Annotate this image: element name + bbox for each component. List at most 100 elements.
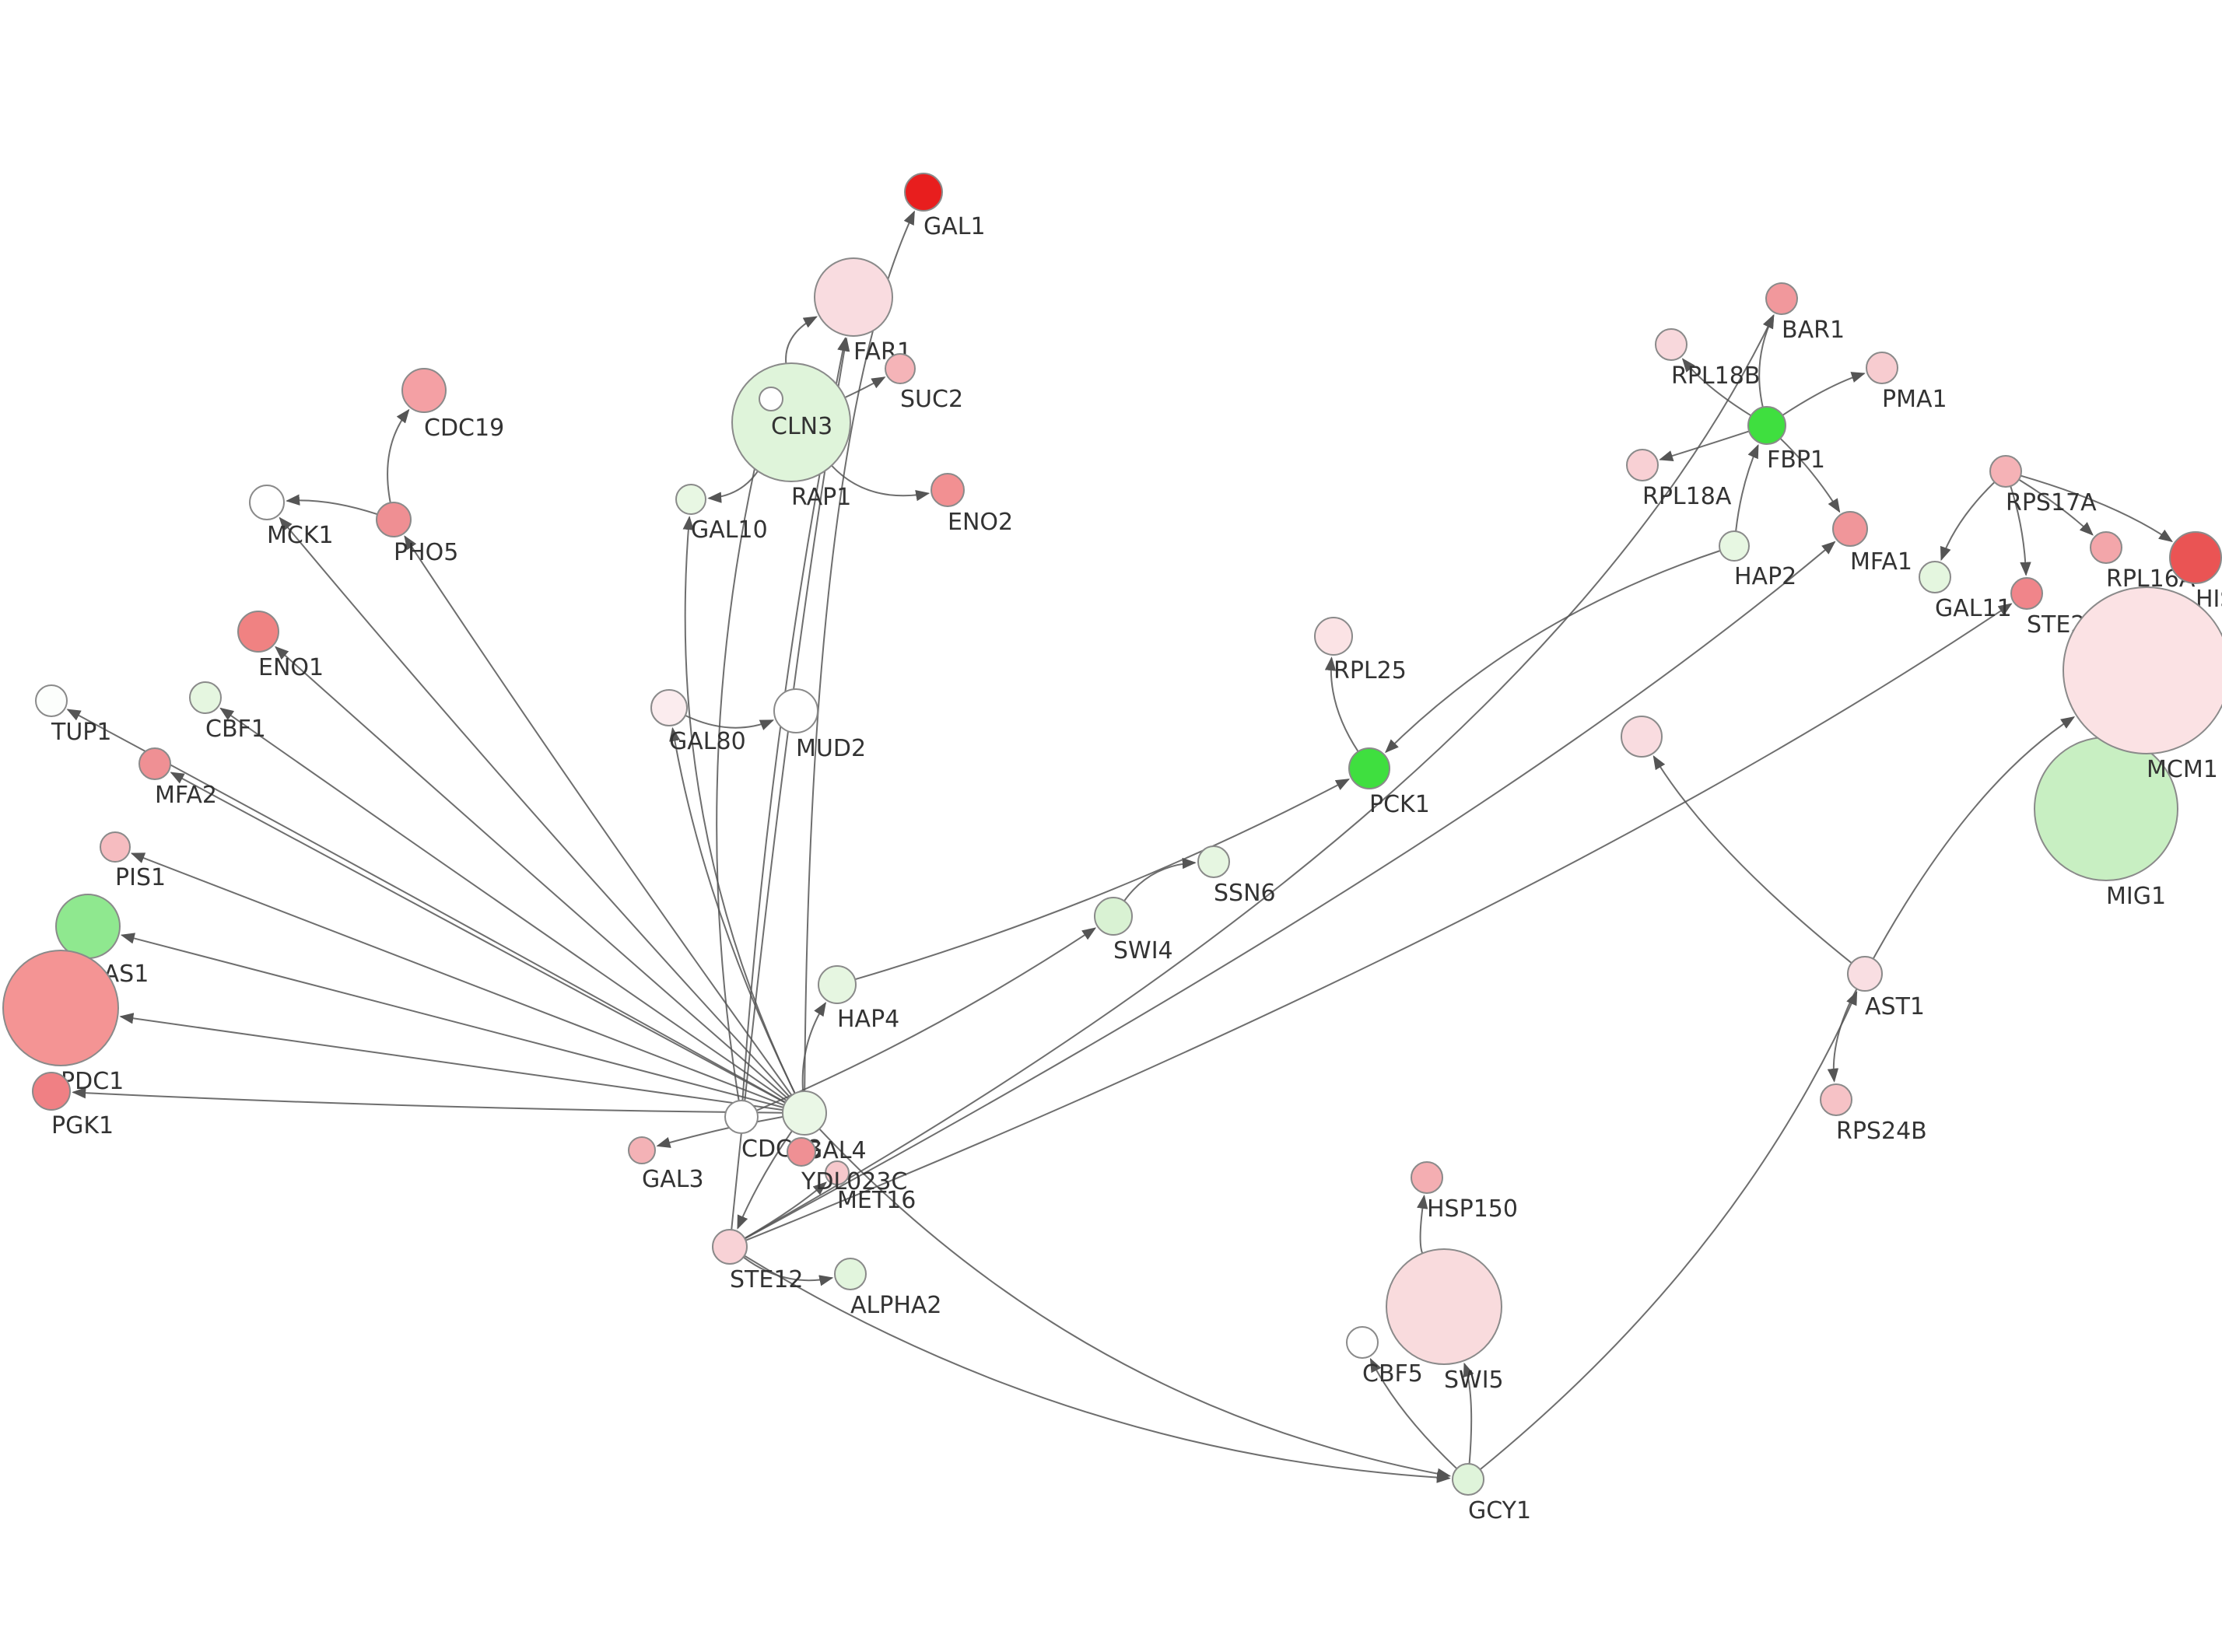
edge-GAL4-HAP4[interactable]: [801, 1002, 826, 1092]
node-PCK1[interactable]: [1348, 747, 1390, 789]
edge-GAL4-GAL10[interactable]: [682, 516, 796, 1094]
node-GAL3[interactable]: [628, 1136, 656, 1164]
edge-RPS17A-HIS4[interactable]: [2020, 474, 2173, 543]
edge-STE12-ALPHA2[interactable]: [742, 1256, 834, 1286]
edge-RPS17A-RPL16A[interactable]: [2018, 478, 2094, 536]
node-RPL18B[interactable]: [1655, 328, 1688, 361]
edge-RPS17A-GAL11[interactable]: [1940, 481, 1996, 562]
node-SUC2[interactable]: [885, 353, 916, 384]
node-CBF1[interactable]: [189, 681, 222, 714]
edge-GAL4-MCK1[interactable]: [279, 516, 790, 1098]
node-YDL023C[interactable]: [787, 1137, 816, 1167]
node-MFA2[interactable]: [138, 747, 171, 780]
edge-GAL80-MUD2[interactable]: [685, 714, 775, 730]
node-PMA1[interactable]: [1866, 352, 1898, 384]
node-PIS1[interactable]: [100, 831, 131, 863]
node-GAL10[interactable]: [675, 484, 706, 515]
edge-CDC28-SWI4[interactable]: [755, 927, 1097, 1111]
edge-RAP1-ENO2[interactable]: [831, 464, 931, 502]
edge-FBP1-MFA1[interactable]: [1779, 437, 1841, 513]
node-CDC19[interactable]: [401, 368, 447, 413]
edge-STE12-GCY1[interactable]: [744, 1255, 1451, 1483]
edge-GAL4-STE12[interactable]: [737, 1130, 793, 1230]
edge-SWI5-HSP150[interactable]: [1417, 1194, 1428, 1254]
node-SWI5[interactable]: [1386, 1248, 1502, 1365]
edge-HAP2-PCK1[interactable]: [1385, 550, 1721, 754]
node-CDC28[interactable]: [724, 1100, 759, 1134]
node-GAL4[interactable]: [782, 1090, 827, 1136]
node-ENO2[interactable]: [931, 473, 965, 507]
node-RPS17A[interactable]: [1989, 455, 2022, 488]
edge-FBP1-RPL18B[interactable]: [1681, 358, 1752, 417]
edge-GAL4-PDC1[interactable]: [119, 1013, 783, 1111]
edge-HAP2-FBP1[interactable]: [1735, 443, 1759, 532]
edge-RAP1-SUC2[interactable]: [844, 376, 886, 399]
node-FAR1[interactable]: [814, 257, 893, 337]
node-MFA1[interactable]: [1832, 511, 1868, 547]
node-AST1[interactable]: [1847, 956, 1883, 992]
edge-GAL4-PHO5[interactable]: [404, 535, 793, 1096]
edge-RPS17A-STE2[interactable]: [2010, 485, 2031, 576]
node-HIS4[interactable]: [2169, 531, 2222, 584]
node-ALPHA2[interactable]: [834, 1258, 867, 1290]
edge-HAP4-PCK1[interactable]: [854, 779, 1351, 981]
edge-AST1-MCM1[interactable]: [1872, 716, 2076, 960]
node-TUP1[interactable]: [35, 684, 68, 717]
edge-GAL4-MFA2[interactable]: [170, 772, 786, 1104]
node-RPL18A[interactable]: [1626, 449, 1659, 481]
edge-GAL4-GCY1[interactable]: [818, 1128, 1452, 1479]
node-STE12[interactable]: [712, 1229, 748, 1265]
node-MUD2[interactable]: [773, 688, 818, 733]
edge-STE12-MFA1[interactable]: [744, 541, 1836, 1240]
edge-AST1-TPX[interactable]: [1652, 755, 1852, 964]
edge-PHO5-MCK1[interactable]: [286, 494, 378, 516]
edge-GAL4-CBF1[interactable]: [219, 707, 787, 1101]
node-SSN6[interactable]: [1197, 845, 1230, 878]
node-MCK1[interactable]: [249, 485, 285, 520]
node-GCY1[interactable]: [1452, 1463, 1484, 1496]
node-HAP2[interactable]: [1719, 530, 1750, 562]
node-RPL25[interactable]: [1314, 617, 1353, 656]
edge-STE12-BAR1[interactable]: [744, 313, 1775, 1240]
node-STE2[interactable]: [2010, 577, 2043, 610]
edge-SWI4-SSN6[interactable]: [1123, 857, 1197, 902]
edge-GAL4-ENO1[interactable]: [275, 646, 789, 1100]
node-GAL1[interactable]: [904, 173, 943, 212]
edge-FBP1-PMA1[interactable]: [1782, 372, 1866, 416]
node-GAL80[interactable]: [650, 689, 688, 726]
node-FBP1[interactable]: [1747, 406, 1786, 445]
edge-CDC28-CLN3[interactable]: [716, 411, 770, 1101]
node-RPL16A[interactable]: [2090, 531, 2122, 564]
node-SWI4[interactable]: [1094, 897, 1133, 936]
edge-GCY1-CBF5[interactable]: [1369, 1357, 1458, 1470]
edge-STE12-STE2[interactable]: [745, 603, 2013, 1241]
edge-PCK1-RPL25[interactable]: [1324, 656, 1359, 752]
node-CLN3[interactable]: [759, 387, 783, 411]
edge-GCY1-AST1[interactable]: [1479, 991, 1858, 1471]
edge-RAP1-GAL10[interactable]: [707, 471, 759, 503]
edge-GAL4-TUP1[interactable]: [66, 709, 786, 1104]
node-HAP4[interactable]: [818, 965, 857, 1004]
node-HSP150[interactable]: [1411, 1161, 1443, 1194]
edge-GAL4-GAL3[interactable]: [656, 1115, 783, 1148]
node-MCM1[interactable]: [2063, 586, 2222, 754]
edge-GAL4-PGK1[interactable]: [72, 1087, 783, 1114]
node-GAL11[interactable]: [1919, 561, 1951, 593]
node-PDC1[interactable]: [2, 950, 119, 1066]
edge-RAP1-FAR1[interactable]: [785, 316, 818, 364]
edge-FBP1-BAR1[interactable]: [1758, 313, 1775, 408]
edge-PHO5-CDC19[interactable]: [387, 408, 410, 503]
edge-GAL4-PIS1[interactable]: [130, 852, 785, 1106]
node-RPS24B[interactable]: [1820, 1083, 1852, 1116]
edge-FBP1-RPL18A[interactable]: [1659, 430, 1750, 461]
edge-GAL4-GAL80[interactable]: [669, 726, 796, 1094]
node-PHO5[interactable]: [376, 502, 412, 537]
node-MET16[interactable]: [825, 1160, 850, 1185]
node-RAS1[interactable]: [55, 894, 121, 959]
node-ENO1[interactable]: [237, 611, 279, 653]
node-BAR1[interactable]: [1765, 282, 1798, 315]
node-TPX[interactable]: [1621, 716, 1663, 758]
edge-GAL4-RAS1[interactable]: [120, 933, 784, 1108]
edge-GCY1-SWI5[interactable]: [1463, 1362, 1474, 1465]
